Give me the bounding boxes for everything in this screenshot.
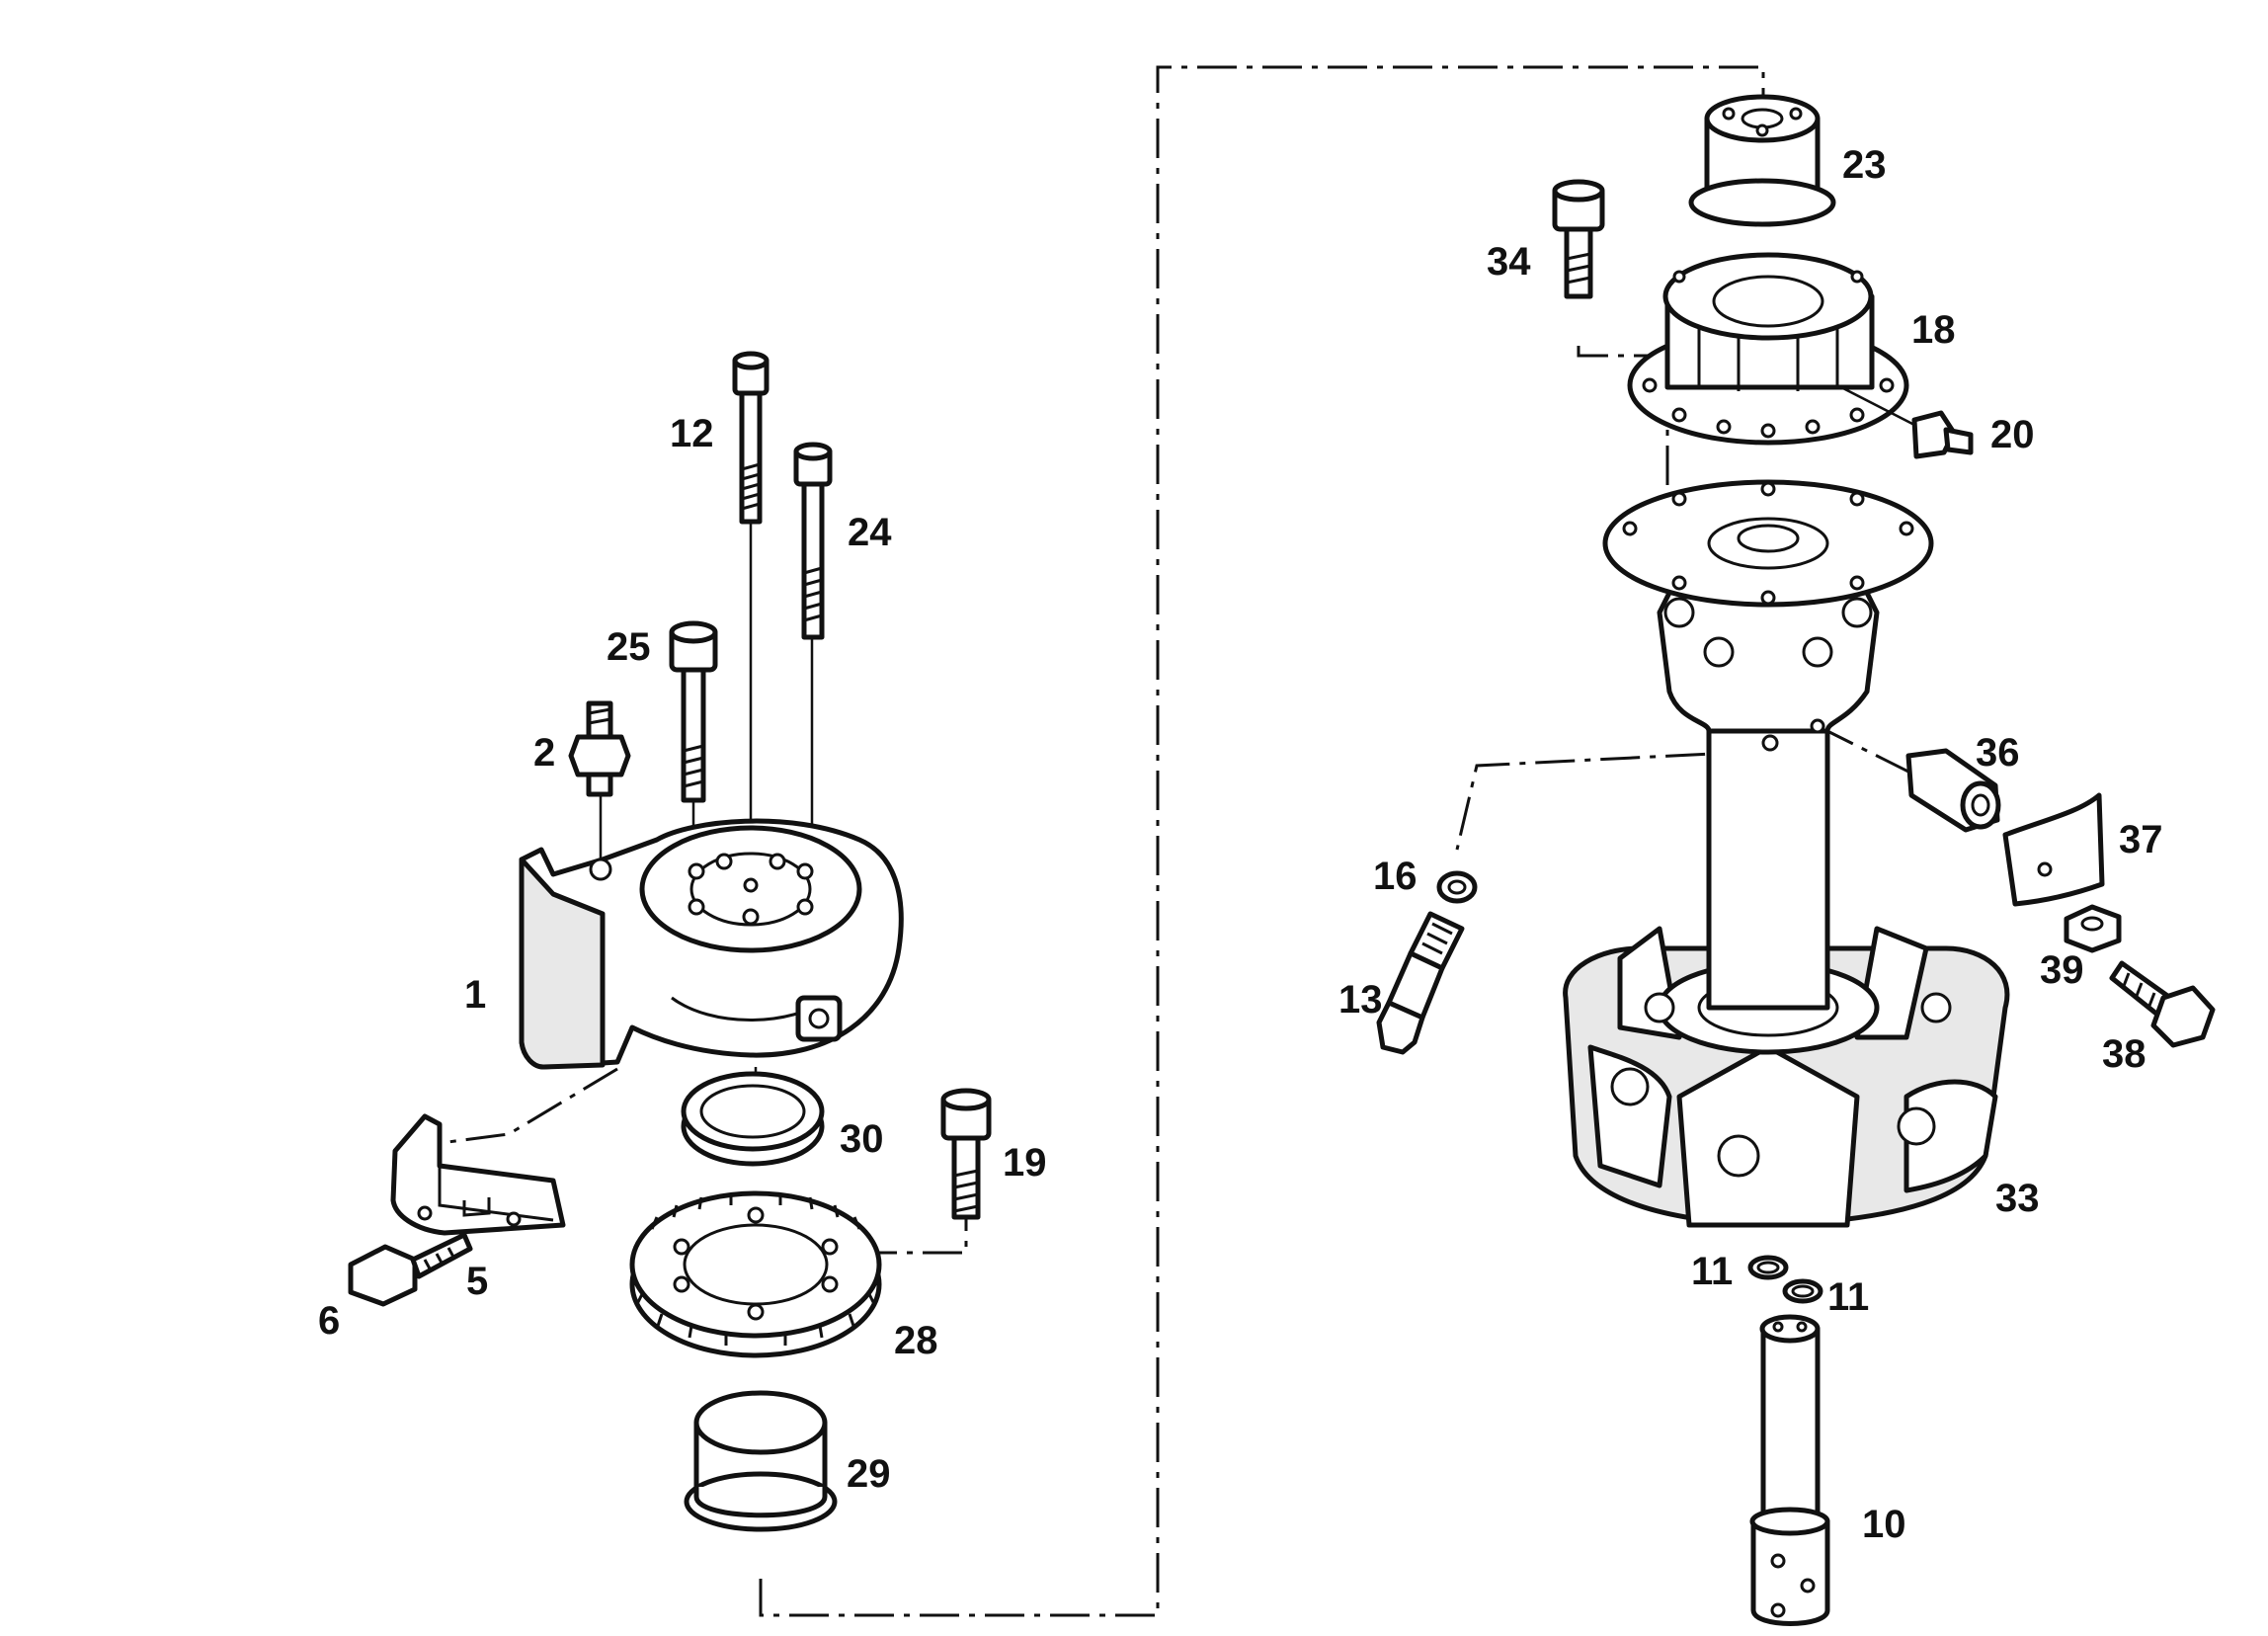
part-39-nut — [2064, 904, 2122, 953]
part-13-stud — [1376, 911, 1465, 1055]
callout-19: 19 — [1003, 1141, 1047, 1185]
callout-20: 20 — [1990, 413, 2035, 456]
callout-16: 16 — [1373, 855, 1418, 898]
part-10-shaft — [1749, 1314, 1830, 1626]
part-28-sprocket — [629, 1190, 882, 1358]
callout-29: 29 — [847, 1452, 891, 1496]
callout-11a: 11 — [1691, 1250, 1733, 1293]
callout-24: 24 — [848, 511, 892, 554]
callout-5: 5 — [466, 1260, 488, 1303]
part-11-o-ring-a — [1747, 1255, 1789, 1280]
callout-6: 6 — [318, 1299, 340, 1343]
callout-1: 1 — [464, 973, 486, 1017]
part-38-hex-bolt — [2109, 960, 2216, 1048]
callout-2: 2 — [533, 731, 555, 775]
part-11-o-ring-b — [1782, 1278, 1823, 1304]
callout-38: 38 — [2102, 1032, 2146, 1076]
part-1-housing — [519, 818, 904, 1070]
callout-labels: 1 2 5 6 10 11 11 12 13 16 18 19 20 23 24… — [318, 143, 2163, 1546]
callout-25: 25 — [607, 625, 651, 669]
part-29-bushing — [684, 1390, 838, 1532]
part-20-grease-fitting — [1836, 383, 1974, 459]
callout-18: 18 — [1911, 308, 1956, 352]
part-34-cap-screw — [1552, 179, 1605, 299]
part-19-cap-screw — [940, 1088, 992, 1220]
callout-23: 23 — [1842, 143, 1887, 187]
part-2-fitting — [568, 700, 631, 797]
callout-36: 36 — [1976, 731, 2020, 775]
callout-37: 37 — [2119, 818, 2163, 861]
part-30-seal-ring — [681, 1071, 825, 1167]
callout-13: 13 — [1338, 978, 1383, 1022]
part-12-cap-screw — [732, 351, 770, 525]
callout-12: 12 — [670, 412, 714, 455]
callout-33: 33 — [1995, 1177, 2040, 1220]
part-33-column — [1563, 479, 2010, 1228]
part-24-cap-screw — [793, 442, 833, 640]
callout-11b: 11 — [1827, 1275, 1869, 1319]
callout-10: 10 — [1862, 1503, 1906, 1546]
part-23-hub-cap — [1688, 94, 1836, 227]
callout-28: 28 — [894, 1319, 938, 1362]
part-5-bracket — [390, 1113, 566, 1236]
part-37-shoe-plate — [2002, 792, 2105, 907]
callout-39: 39 — [2040, 948, 2084, 992]
callout-34: 34 — [1487, 240, 1531, 284]
part-6-hex-bolt — [348, 1232, 473, 1307]
part-16-washer — [1436, 870, 1478, 904]
part-18-flange — [1627, 252, 1909, 446]
part-36-key-block — [1905, 748, 2001, 833]
part-25-cap-screw — [669, 620, 718, 803]
callout-30: 30 — [840, 1117, 884, 1161]
